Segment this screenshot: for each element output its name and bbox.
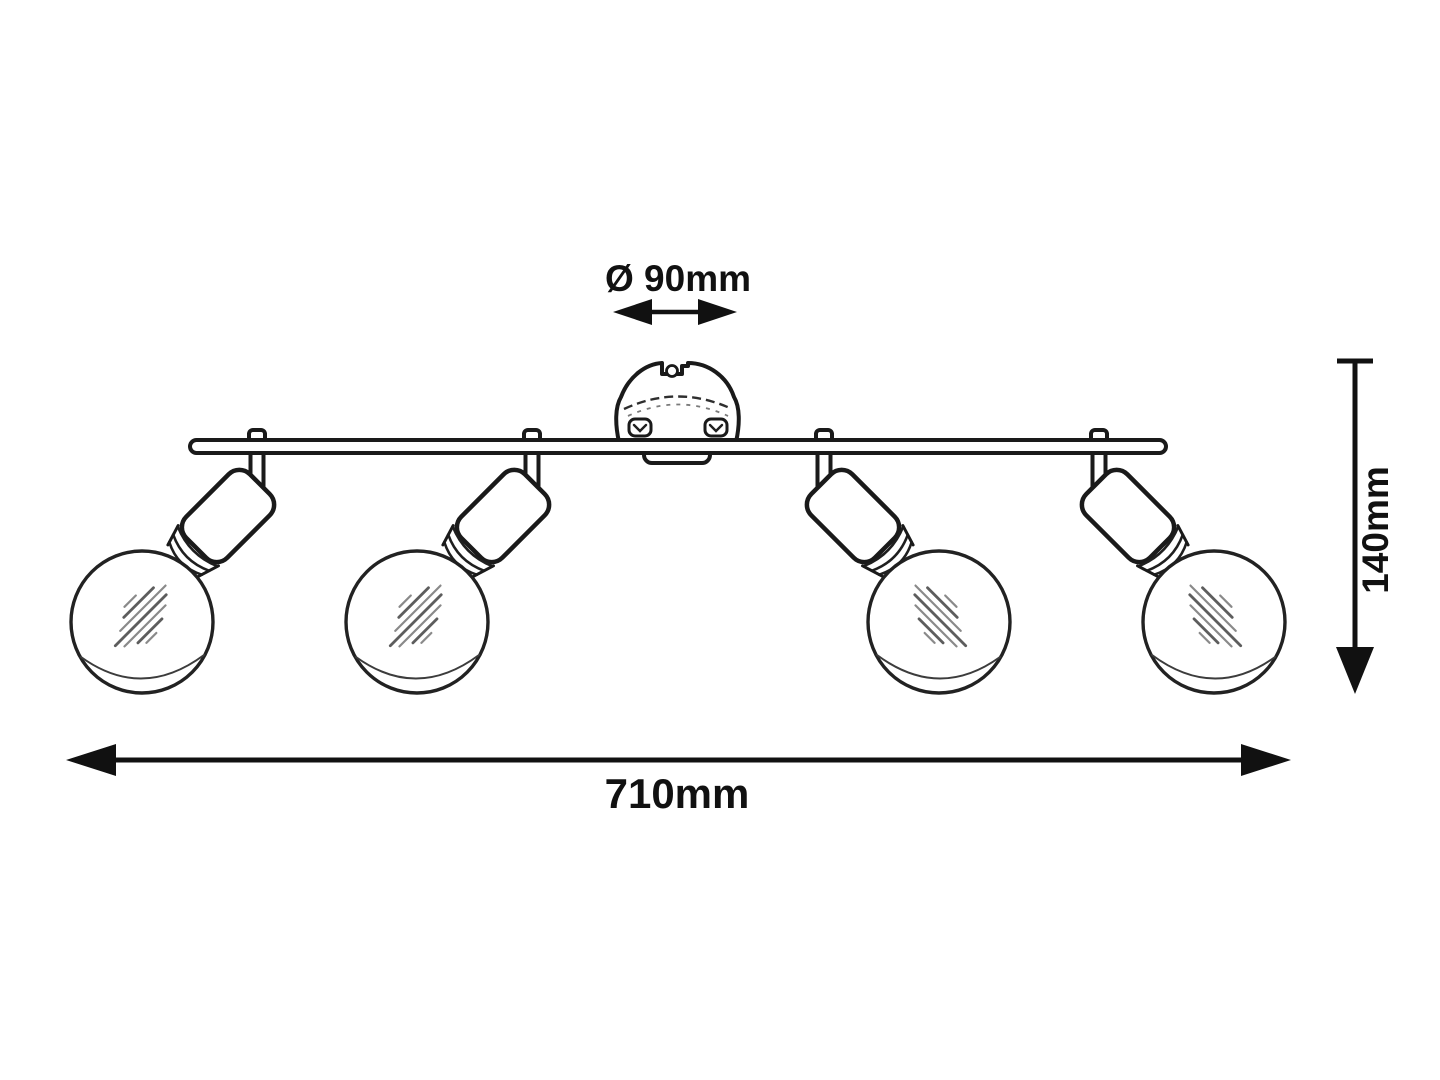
canopy-seam-line-2: [627, 403, 729, 417]
canopy-screw-hole-icon: [665, 364, 679, 378]
width-arrowhead-right-icon: [1241, 744, 1291, 776]
diameter-dimension: Ø 90mm: [605, 258, 751, 325]
canopy-screw-left-icon: [627, 417, 653, 438]
canopy-screw-right-icon: [703, 417, 729, 438]
spotlight-3: [801, 430, 1010, 693]
height-dimension: 140mm: [1336, 358, 1396, 694]
canopy-seam-line: [623, 395, 733, 411]
width-arrowhead-left-icon: [66, 744, 116, 776]
spotlight-4: [1076, 430, 1285, 693]
diameter-label: Ø 90mm: [605, 258, 751, 299]
height-arrowhead-down-icon: [1336, 647, 1374, 694]
width-label: 710mm: [605, 770, 750, 817]
spotlight-2: [346, 430, 555, 693]
diameter-arrowhead-left-icon: [613, 299, 652, 325]
width-dimension: 710mm: [66, 744, 1291, 817]
height-label: 140mm: [1355, 466, 1396, 594]
mirrored-pair: [801, 430, 1285, 693]
diameter-arrowhead-right-icon: [698, 299, 737, 325]
ceiling-canopy: [614, 361, 741, 465]
spotlight-1: [71, 430, 280, 693]
mounting-rail: [188, 438, 1168, 455]
